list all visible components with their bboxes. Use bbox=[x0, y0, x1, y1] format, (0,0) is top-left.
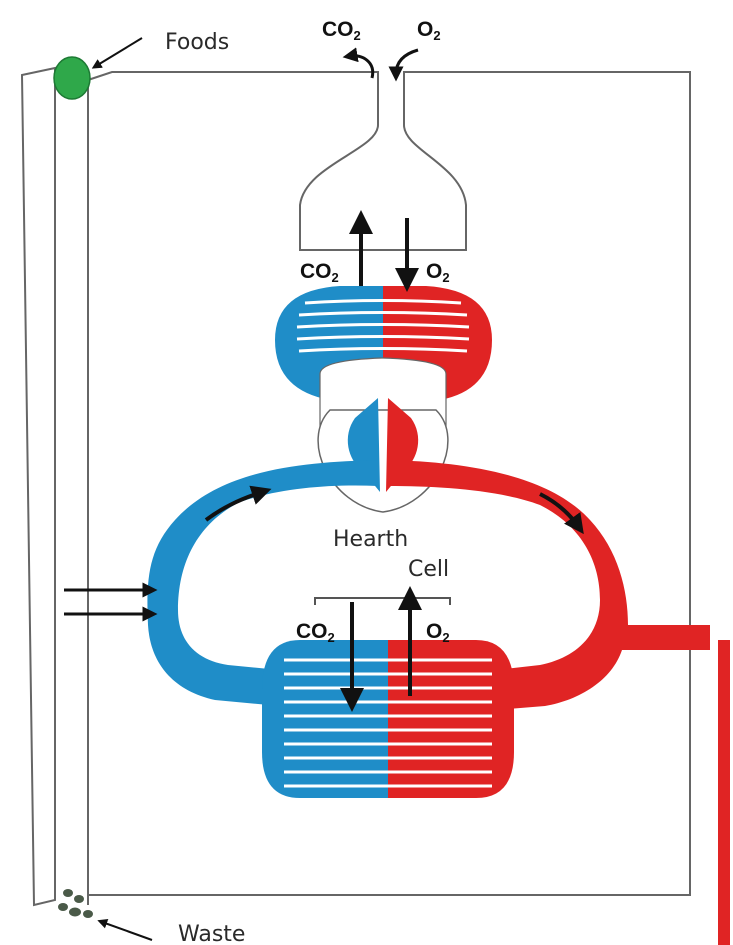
food-particle-icon bbox=[53, 56, 91, 100]
deoxygenated-vessel bbox=[147, 460, 378, 706]
cell-label: Cell bbox=[408, 557, 449, 582]
digestive-tract bbox=[20, 66, 89, 907]
foods-pointer-arrow bbox=[91, 37, 143, 69]
heart-label: Hearth bbox=[333, 527, 408, 552]
vessel-branch-edge bbox=[718, 640, 730, 945]
cell-o2-label: O2 bbox=[426, 620, 450, 645]
co2-out-arrow bbox=[342, 47, 375, 79]
heart bbox=[317, 398, 449, 513]
cell-co2-label: CO2 bbox=[296, 620, 335, 645]
lung-co2-label: CO2 bbox=[300, 260, 339, 285]
blue-flow-arrow bbox=[204, 485, 272, 522]
top-co2-label: CO2 bbox=[322, 18, 361, 43]
waste-particles-icon bbox=[58, 889, 93, 918]
waste-pointer-arrow bbox=[97, 918, 153, 941]
tissue-capillary-bed bbox=[262, 640, 514, 798]
lung bbox=[299, 72, 467, 251]
cell-bracket bbox=[314, 597, 451, 605]
oxygenated-vessel bbox=[388, 460, 710, 710]
lung-o2-label: O2 bbox=[426, 260, 450, 285]
red-flow-arrow bbox=[539, 492, 584, 535]
top-o2-label: O2 bbox=[417, 18, 441, 43]
waste-label: Waste bbox=[178, 922, 245, 945]
o2-in-arrow bbox=[388, 48, 419, 82]
foods-label: Foods bbox=[165, 30, 229, 55]
